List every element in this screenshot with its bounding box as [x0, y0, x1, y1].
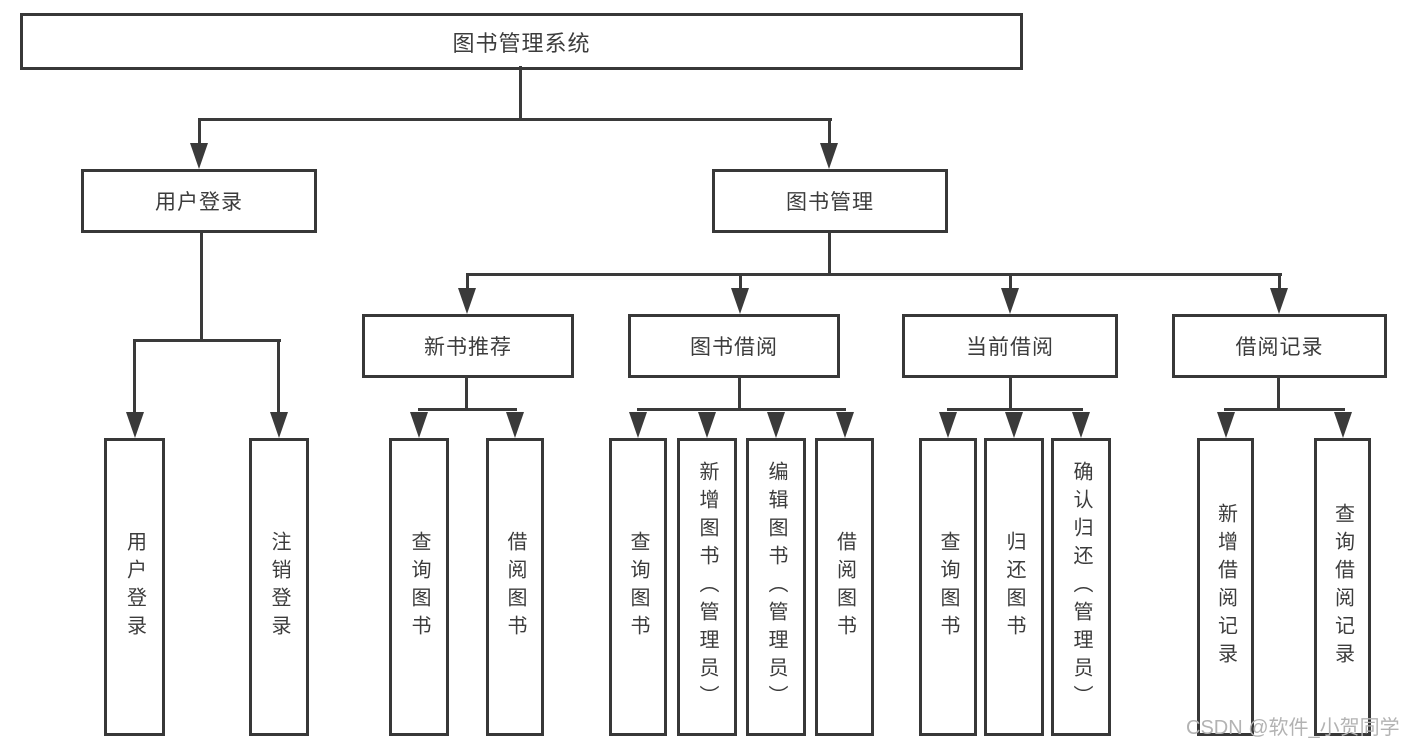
leaf-current-query-books: 查询图书	[919, 438, 977, 736]
leaf-label: 查询图书	[408, 531, 430, 643]
node-library-system: 图书管理系统	[20, 13, 1023, 70]
connector-line	[198, 120, 201, 146]
connector-arrowhead	[1072, 412, 1090, 438]
connector-line	[277, 341, 280, 414]
connector-arrowhead	[270, 412, 288, 438]
connector-arrowhead	[1334, 412, 1352, 438]
connector-arrowhead	[126, 412, 144, 438]
connector-arrowhead	[1217, 412, 1235, 438]
leaf-recommend-borrow-books: 借阅图书	[486, 438, 544, 736]
connector-line	[198, 118, 832, 121]
connector-line	[466, 275, 469, 291]
leaf-label: 借阅图书	[833, 531, 856, 643]
connector-line	[738, 376, 741, 410]
connector-line	[739, 275, 742, 291]
leaf-label: 查询图书	[937, 531, 959, 643]
connector-line	[828, 232, 831, 276]
leaf-logout: 注销登录	[249, 438, 309, 736]
leaf-label: 借阅图书	[504, 531, 526, 643]
connector-arrowhead	[458, 288, 476, 314]
leaf-return-books: 归还图书	[984, 438, 1044, 736]
node-book-borrow: 图书借阅	[628, 314, 840, 378]
watermark: CSDN @软件_小贺同学	[1186, 717, 1400, 739]
connector-line	[200, 232, 203, 342]
connector-arrowhead	[506, 412, 524, 438]
connector-line	[947, 408, 1083, 411]
leaf-label: 归还图书	[1003, 531, 1025, 643]
leaf-edit-books-admin: 编辑图书（管理员）	[746, 438, 806, 736]
connector-line	[1009, 275, 1012, 291]
connector-line	[1278, 275, 1281, 291]
leaf-borrow-books: 借阅图书	[815, 438, 874, 736]
connector-line	[1277, 376, 1280, 410]
leaf-label: 新增图书（管理员）	[696, 461, 718, 713]
connector-line	[828, 120, 831, 146]
leaf-label: 新增借阅记录	[1214, 503, 1237, 671]
leaf-recommend-query-books: 查询图书	[389, 438, 449, 736]
connector-arrowhead	[767, 412, 785, 438]
leaf-label: 查询图书	[627, 531, 649, 643]
node-borrow-records: 借阅记录	[1172, 314, 1387, 378]
leaf-add-books-admin: 新增图书（管理员）	[677, 438, 737, 736]
node-new-book-recommend: 新书推荐	[362, 314, 574, 378]
connector-line	[418, 408, 517, 411]
connector-arrowhead	[939, 412, 957, 438]
leaf-label: 注销登录	[268, 531, 290, 643]
connector-arrowhead	[1270, 288, 1288, 314]
connector-arrowhead	[698, 412, 716, 438]
connector-arrowhead	[1001, 288, 1019, 314]
leaf-label: 用户登录	[123, 531, 146, 643]
leaf-add-borrow-record: 新增借阅记录	[1197, 438, 1254, 736]
node-book-management: 图书管理	[712, 169, 948, 233]
leaf-label: 查询借阅记录	[1331, 503, 1354, 671]
node-user-login: 用户登录	[81, 169, 317, 233]
leaf-borrow-query-books: 查询图书	[609, 438, 667, 736]
connector-line	[466, 273, 1282, 276]
connector-arrowhead	[410, 412, 428, 438]
connector-line	[133, 339, 281, 342]
leaf-confirm-return-admin: 确认归还（管理员）	[1051, 438, 1111, 736]
connector-line	[133, 341, 136, 414]
connector-arrowhead	[1005, 412, 1023, 438]
connector-arrowhead	[190, 143, 208, 169]
node-current-borrow: 当前借阅	[902, 314, 1118, 378]
connector-line	[519, 66, 522, 121]
connector-line	[1224, 408, 1345, 411]
connector-arrowhead	[836, 412, 854, 438]
leaf-label: 确认归还（管理员）	[1070, 461, 1092, 713]
connector-arrowhead	[731, 288, 749, 314]
leaf-label: 编辑图书（管理员）	[765, 461, 787, 713]
connector-line	[1009, 376, 1012, 410]
connector-arrowhead	[629, 412, 647, 438]
connector-line	[637, 408, 846, 411]
connector-arrowhead	[820, 143, 838, 169]
leaf-user-login: 用户登录	[104, 438, 165, 736]
connector-line	[465, 376, 468, 410]
leaf-query-borrow-record: 查询借阅记录	[1314, 438, 1371, 736]
